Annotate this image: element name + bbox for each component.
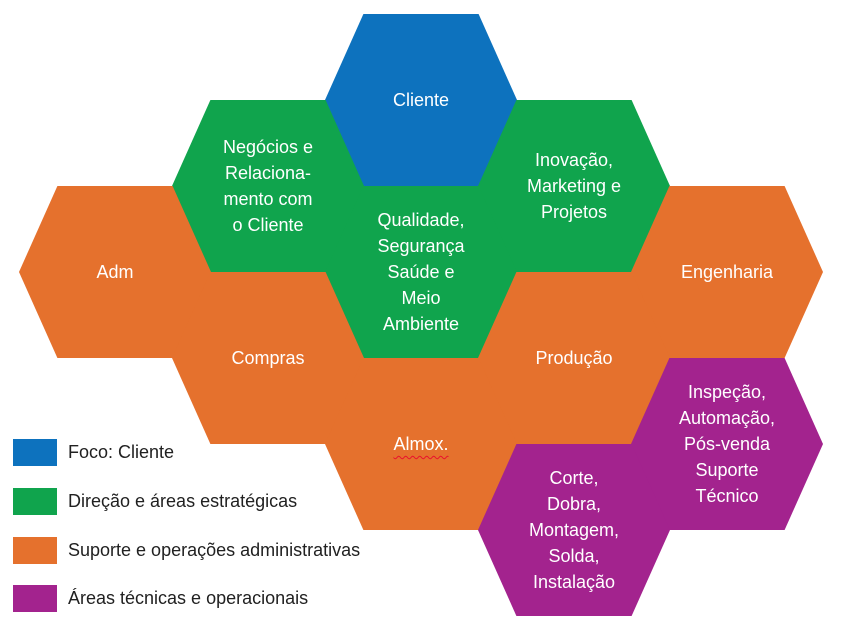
hexagon-label: Negócios e Relaciona- mento com o Client… <box>222 137 314 235</box>
hexagon-label: Inovação, Marketing e Projetos <box>526 150 622 222</box>
hexagon-qualidade-seguranca-saude-meio-ambiente: Qualidade, Segurança Saúde e Meio Ambien… <box>325 186 517 358</box>
hexagon-inspecao-automacao-pos-venda-suporte-tecnico: Inspeção, Automação, Pós-venda Suporte T… <box>631 358 823 530</box>
legend-label: Áreas técnicas e operacionais <box>68 588 309 608</box>
hexagon-label: Qualidade, Segurança Saúde e Meio Ambien… <box>377 210 465 334</box>
legend-swatch-foco <box>13 439 57 466</box>
hexagon-engenharia: Engenharia <box>631 186 823 358</box>
hexagon-almox: Almox. <box>325 358 517 530</box>
hexagon-label: Cliente <box>392 90 450 110</box>
hexagon-cliente: Cliente <box>325 14 517 186</box>
hexagon-label: Corte, Dobra, Montagem, Solda, Instalaçã… <box>528 468 620 592</box>
legend-item-suporte-administrativas: Suporte e operações administrativas <box>13 537 360 564</box>
hexagon-label: Adm <box>96 262 134 282</box>
hexagon-corte-dobra-montagem-solda-instalacao: Corte, Dobra, Montagem, Solda, Instalaçã… <box>478 444 670 616</box>
hexagon-label: Produção <box>535 348 613 368</box>
hexagon-label: Engenharia <box>680 262 774 282</box>
hexagon-label: Inspeção, Automação, Pós-venda Suporte T… <box>678 382 776 506</box>
legend-swatch-tecnicas <box>13 585 57 612</box>
hexagon-inovacao-marketing-projetos: Inovação, Marketing e Projetos <box>478 100 670 272</box>
legend-label: Direção e áreas estratégicas <box>68 491 298 511</box>
legend-item-foco-cliente: Foco: Cliente <box>13 439 174 466</box>
legend-item-direcao-estrategicas: Direção e áreas estratégicas <box>13 488 297 515</box>
legend-swatch-suporte <box>13 537 57 564</box>
legend-swatch-direcao <box>13 488 57 515</box>
hexagon-negocios-relacionamento: Negócios e Relaciona- mento com o Client… <box>172 100 364 272</box>
hexagon-label: Compras <box>231 348 305 368</box>
hexagon-adm: Adm <box>19 186 211 358</box>
hexagon-label-spellcheck-underline: Almox. <box>393 434 449 454</box>
hexagon-compras: Compras <box>172 272 364 444</box>
legend-label: Foco: Cliente <box>68 442 175 462</box>
legend-item-tecnicas-operacionais: Áreas técnicas e operacionais <box>13 585 308 612</box>
hexagon-producao: Produção <box>478 272 670 444</box>
legend-label: Suporte e operações administrativas <box>68 540 361 560</box>
